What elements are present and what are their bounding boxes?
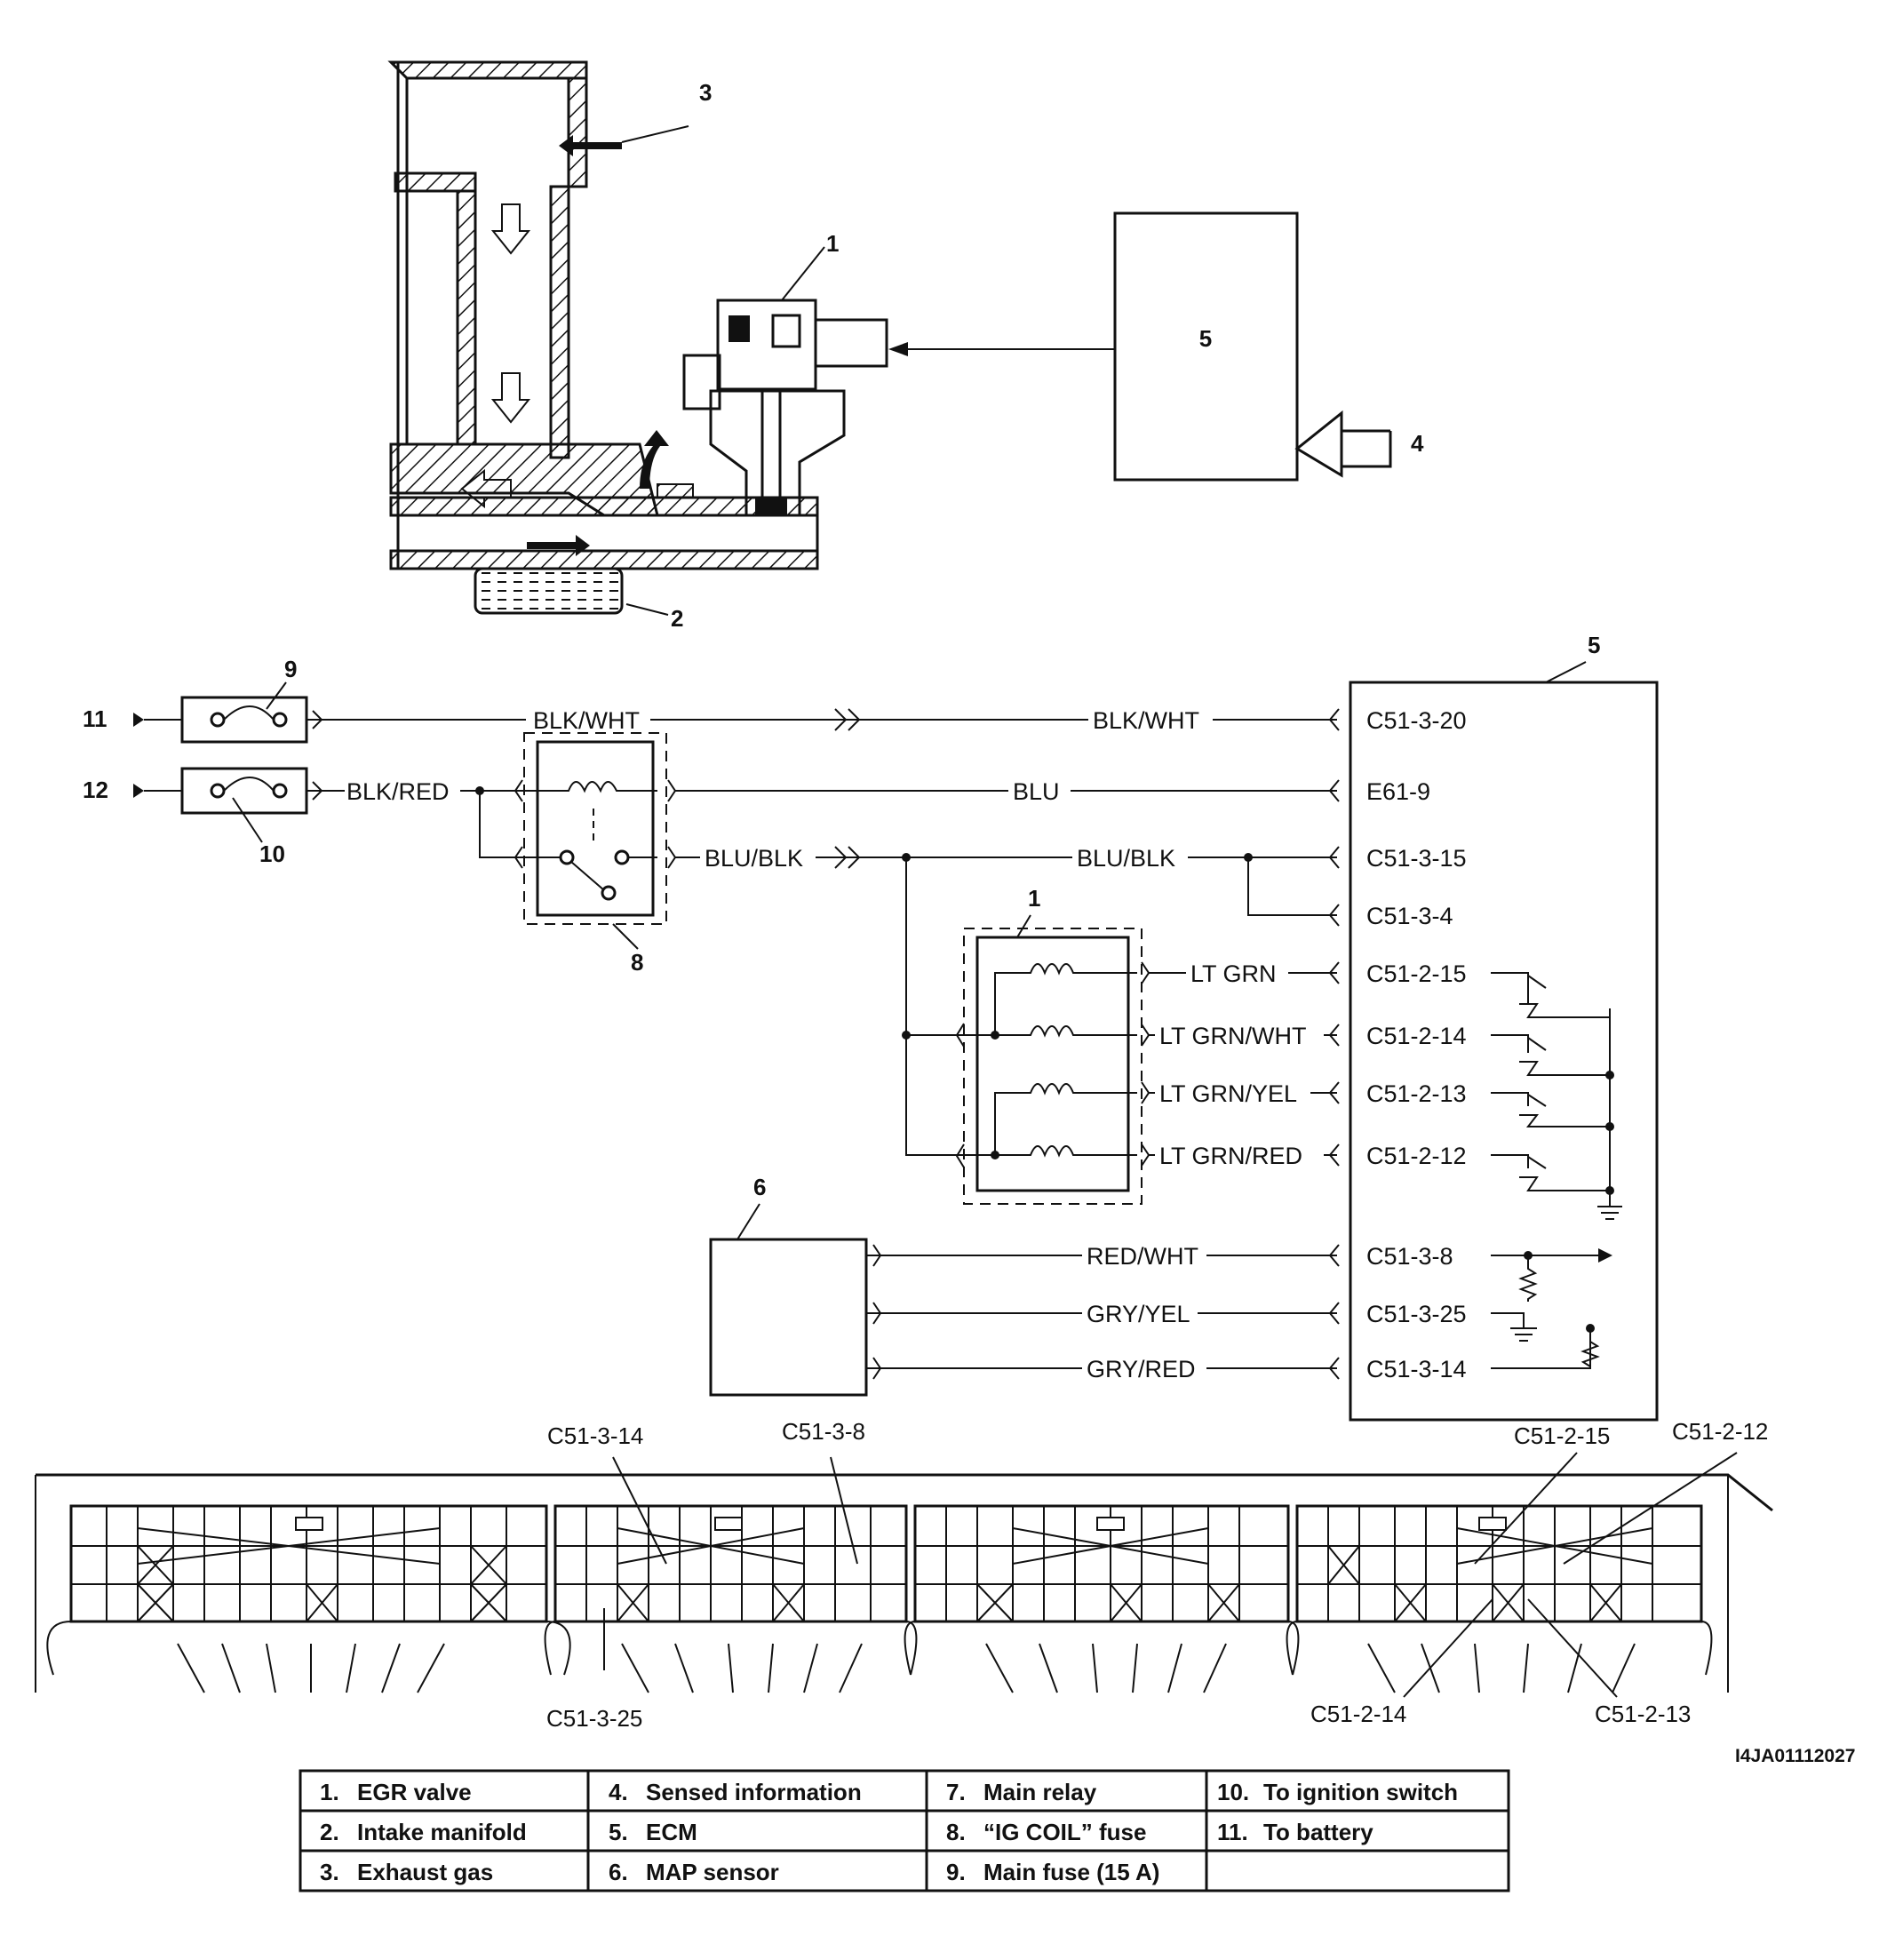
intake-manifold: [474, 567, 624, 615]
legend-label: To ignition switch: [1263, 1779, 1458, 1805]
legend-number: 9.: [946, 1859, 966, 1885]
legend-label: MAP sensor: [646, 1859, 779, 1885]
ecm-pin-c51-3-8: C51-3-8: [1366, 1243, 1453, 1270]
conn-label-c51-3-8: C51-3-8: [782, 1418, 865, 1445]
wire-gry-yel: GRY/YEL: [1087, 1301, 1190, 1327]
conn-label-c51-2-13: C51-2-13: [1595, 1701, 1691, 1727]
callout-10: 10: [259, 841, 285, 867]
callout-9: 9: [284, 656, 297, 682]
legend-table: 1. EGR valve 2. Intake manifold 3. Exhaust ga…: [299, 1769, 1510, 1892]
egr-valve: [682, 299, 888, 517]
legend-label: To battery: [1263, 1819, 1373, 1845]
figure-code: I4JA01112027: [1735, 1746, 1855, 1766]
callout-5: 5: [1588, 632, 1600, 658]
connector-block-3: [904, 1504, 1300, 1693]
egr-mechanical-section: 5 3 1 4 2: [387, 60, 1424, 632]
conn-label-c51-2-15: C51-2-15: [1514, 1422, 1610, 1449]
legend-number: 4.: [609, 1779, 628, 1805]
ecm-pin-c51-3-20: C51-3-20: [1366, 707, 1467, 734]
callout-5-top: 5: [1199, 325, 1212, 352]
ecm-pin-c51-2-14: C51-2-14: [1366, 1023, 1467, 1049]
conn-label-c51-3-25: C51-3-25: [546, 1705, 642, 1732]
ecm-box-top: 5: [1113, 211, 1299, 482]
legend-label: Intake manifold: [357, 1819, 527, 1845]
legend-label: Main fuse (15 A): [983, 1859, 1159, 1885]
callout-12: 12: [83, 777, 108, 803]
legend-label: Exhaust gas: [357, 1859, 493, 1885]
wire-blu-blk-left: BLU/BLK: [705, 845, 803, 872]
legend-number: 10.: [1217, 1779, 1249, 1805]
wire-blk-wht-left: BLK/WHT: [533, 707, 640, 734]
wire-gry-red: GRY/RED: [1087, 1356, 1196, 1382]
map-sensor-box: [709, 1238, 868, 1397]
legend-label: EGR valve: [357, 1779, 472, 1805]
callout-3: 3: [699, 79, 712, 106]
callout-11: 11: [83, 705, 107, 732]
wire-blk-red: BLK/RED: [346, 778, 450, 805]
callout-2: 2: [671, 605, 683, 632]
legend-label: “IG COIL” fuse: [983, 1819, 1146, 1845]
fuse-9: [180, 696, 308, 744]
conn-label-c51-2-14: C51-2-14: [1310, 1701, 1406, 1727]
wire-red-wht: RED/WHT: [1087, 1243, 1198, 1270]
connector-block-2: [544, 1504, 918, 1693]
wire-blk-wht-right: BLK/WHT: [1093, 707, 1199, 734]
callout-1-wiring: 1: [1028, 885, 1040, 912]
ecm-pin-c51-3-15: C51-3-15: [1366, 845, 1467, 872]
legend-label: Main relay: [983, 1779, 1097, 1805]
wiring-section: 5 11 12 9 10 BLK/WHT BL: [83, 632, 1659, 1422]
legend-number: 7.: [946, 1779, 966, 1805]
wire-lt-grn-red: LT GRN/RED: [1159, 1143, 1302, 1169]
ecm-pin-c51-2-13: C51-2-13: [1366, 1080, 1467, 1107]
legend-cells: 1. EGR valve 2. Intake manifold 3. Exhaust ga…: [320, 1779, 1458, 1885]
wire-lt-grn-yel: LT GRN/YEL: [1159, 1080, 1297, 1107]
legend-number: 5.: [609, 1819, 628, 1845]
callout-8: 8: [631, 949, 643, 976]
legend-number: 8.: [946, 1819, 966, 1845]
ecm-pin-c51-3-25: C51-3-25: [1366, 1301, 1467, 1327]
main-relay: [514, 732, 677, 925]
ecm-pin-e61-9: E61-9: [1366, 778, 1430, 805]
legend-number: 3.: [320, 1859, 339, 1885]
egr-stepper-coils: [955, 928, 1151, 1205]
callout-1-top: 1: [826, 230, 839, 257]
ecm-pin-c51-2-15: C51-2-15: [1366, 960, 1467, 987]
legend-number: 1.: [320, 1779, 339, 1805]
flow-arrows: [460, 135, 669, 556]
wire-blu-blk-right: BLU/BLK: [1077, 845, 1175, 872]
ecm-drivers: [1491, 972, 1622, 1369]
legend-number: 2.: [320, 1819, 339, 1845]
legend-label: ECM: [646, 1819, 697, 1845]
legend-label: Sensed information: [646, 1779, 862, 1805]
legend-number: 11.: [1217, 1819, 1248, 1845]
wire-lt-grn-wht: LT GRN/WHT: [1159, 1023, 1307, 1049]
ecm-box: [1349, 681, 1659, 1422]
conn-label-c51-2-12: C51-2-12: [1672, 1418, 1768, 1445]
legend-number: 6.: [609, 1859, 628, 1885]
callout-6: 6: [753, 1174, 766, 1200]
wire-lt-grn: LT GRN: [1190, 960, 1277, 987]
ecm-pin-c51-3-14: C51-3-14: [1366, 1356, 1467, 1382]
fuse-10: [180, 767, 308, 815]
wire-blu: BLU: [1013, 778, 1060, 805]
callout-4: 4: [1411, 430, 1424, 457]
connector-block-4: [1286, 1504, 1713, 1693]
connector-block-1: [46, 1504, 571, 1693]
ecm-pin-c51-2-12: C51-2-12: [1366, 1143, 1467, 1169]
conn-label-c51-3-14: C51-3-14: [547, 1422, 643, 1449]
ecm-connector-view: C51-3-14 C51-3-8 C51-2-15 C51-2-12 C51-3…: [35, 1418, 1855, 1766]
ecm-pin-c51-3-4: C51-3-4: [1366, 903, 1453, 929]
